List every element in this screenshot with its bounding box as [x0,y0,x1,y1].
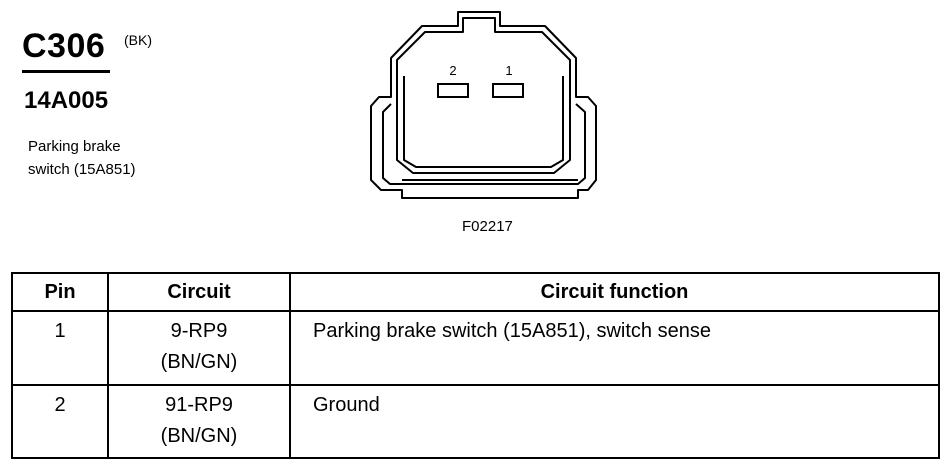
wire-color: (BN/GN) [160,351,238,373]
pin-label-2: 2 [449,63,456,78]
connector-color: (BK) [124,32,152,48]
connector-description-line2: switch (15A851) [28,161,136,178]
circuit-function-cell: Ground [289,383,940,459]
pin-cell: 1 [11,310,109,386]
pin-cell: 2 [11,383,109,459]
connector-id: C306 [22,27,106,65]
circuit-number: 91-RP9 [165,393,233,416]
part-number: 14A005 [24,87,109,114]
pin-cavity-1 [492,83,524,98]
connector-description-line1: Parking brake [28,138,121,155]
connector-face-diagram: 2 1 [370,11,597,199]
circuit-function-cell: Parking brake switch (15A851), switch se… [289,310,940,386]
circuit-cell: 9-RP9 (BN/GN) [107,310,291,386]
header-pin: Pin [11,272,109,312]
header-circuit: Circuit [107,272,291,312]
header-circuit-function: Circuit function [289,272,940,312]
pin-cavities [437,83,524,98]
title-underline [22,70,110,73]
table-row: 1 9-RP9 (BN/GN) Parking brake switch (15… [11,310,940,386]
connector-body-outline [370,11,597,199]
wire-color: (BN/GN) [160,424,238,447]
figure-code: F02217 [462,218,513,235]
circuit-number: 9-RP9 [170,320,228,342]
table-row: 2 91-RP9 (BN/GN) Ground [11,383,940,459]
pin-cavity-2 [437,83,469,98]
table-header-row: Pin Circuit Circuit function [11,272,940,312]
circuit-cell: 91-RP9 (BN/GN) [107,383,291,459]
pin-label-1: 1 [505,63,512,78]
pinout-table: Pin Circuit Circuit function 1 9-RP9 (BN… [11,272,940,459]
